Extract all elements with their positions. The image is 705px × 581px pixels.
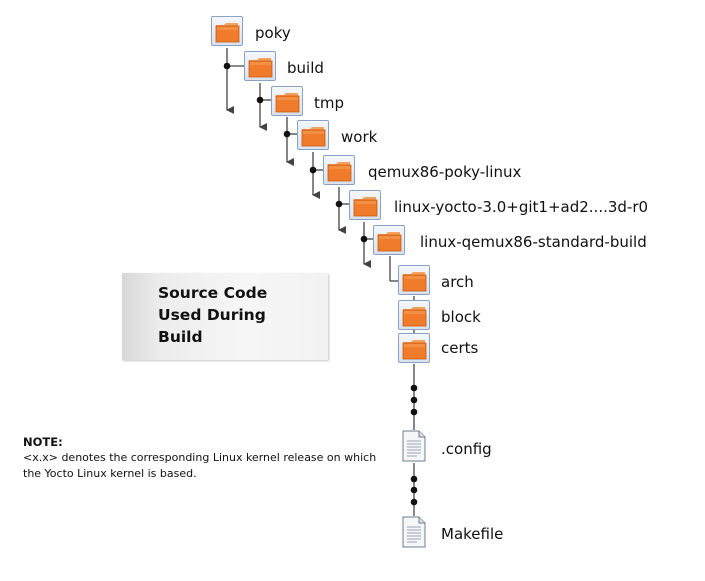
folder-label: qemux86-poky-linux [368,163,522,181]
file-label: Makefile [441,525,504,543]
file-icon [401,516,427,548]
folder-icon [211,16,243,46]
source-code-callout: Source Code Used During Build [122,273,328,360]
folder-label: block [441,308,481,326]
folder-label: tmp [314,94,345,112]
folder-label: arch [441,273,474,291]
folder-icon [297,120,329,150]
folder-icon [398,265,430,295]
folder-label: poky [255,24,291,42]
folder-icon [244,51,276,81]
folder-icon [373,225,405,255]
folder-icon [349,190,381,220]
folder-label: linux-yocto-3.0+git1+ad2....3d-r0 [394,198,649,216]
folder-icon [271,86,303,116]
note-title: NOTE: [23,435,63,449]
folder-label: work [341,128,378,146]
note: NOTE: <x.x> denotes the corresponding Li… [23,435,383,482]
file-icon [401,430,427,462]
callout-text: Source Code Used During Build [158,284,268,346]
folder-icon [323,155,355,185]
folder-icon [398,300,430,330]
file-label: .config [441,440,492,458]
folder-icon [398,333,430,363]
note-body: <x.x> denotes the corresponding Linux ke… [23,451,377,480]
folder-label: linux-qemux86-standard-build [420,233,647,251]
folder-label: certs [441,339,479,357]
folder-label: build [287,59,324,77]
